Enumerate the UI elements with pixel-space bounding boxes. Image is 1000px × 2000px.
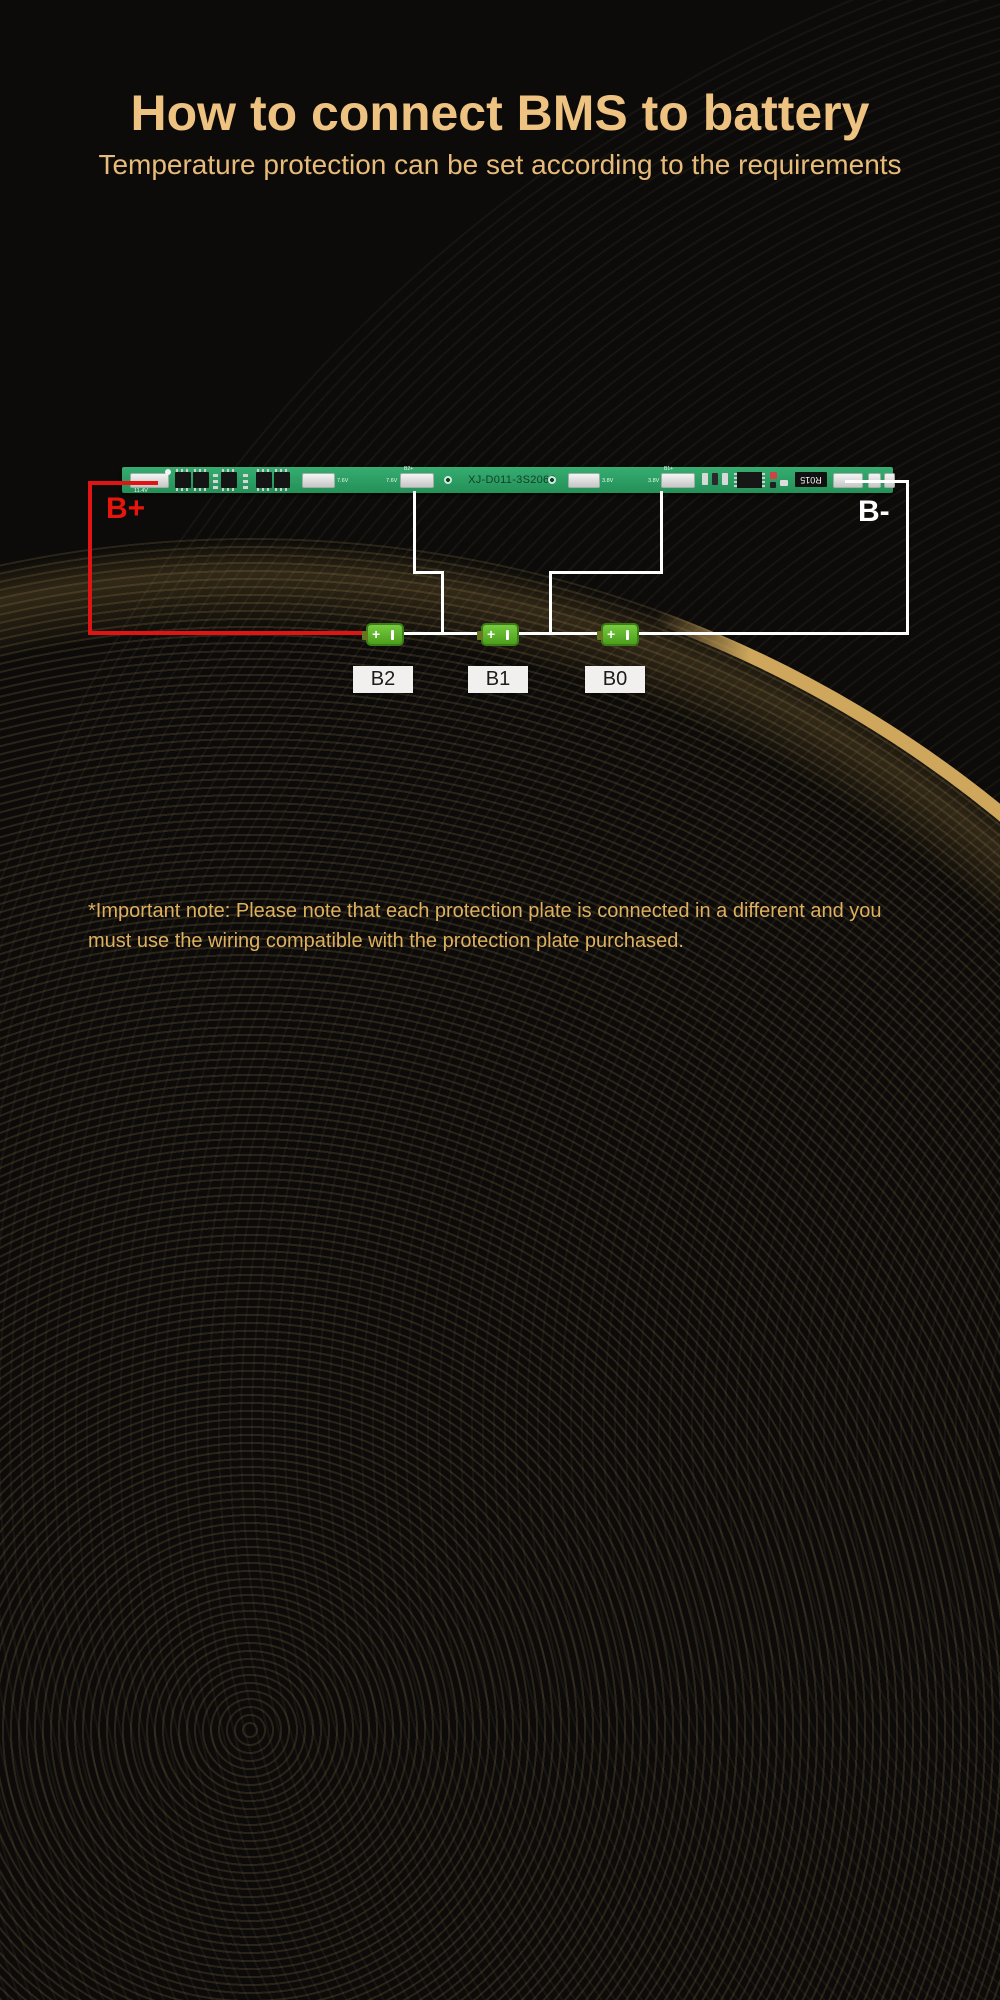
solder-pad-b2 xyxy=(400,473,434,488)
wire-b2-sense-h xyxy=(413,571,444,574)
wire-b2-sense-v1 xyxy=(413,491,416,574)
solder-dots xyxy=(243,471,248,489)
battery-cell-b0: + xyxy=(597,623,639,646)
wire-bplus-top xyxy=(88,481,158,485)
ic-chip xyxy=(175,469,191,491)
battery-cell-b2: + xyxy=(362,623,404,646)
ic-chip xyxy=(193,469,209,491)
silk-label-b1plus: B1+ xyxy=(664,466,674,472)
battery-plus-mark: + xyxy=(607,626,616,642)
smd-component xyxy=(722,473,728,485)
silk-label-3v8-a: 3.8V xyxy=(602,477,614,484)
battery-bus-wire xyxy=(637,632,909,635)
resistor-r015: R015 xyxy=(795,472,827,487)
b-minus-label: B- xyxy=(858,495,890,528)
wire-b1-sense-h xyxy=(549,571,663,574)
wire-b2-sense-v2 xyxy=(441,571,444,635)
silk-label-7v6-a: 7.6V xyxy=(337,477,349,484)
page-subtitle: Temperature protection can be set accord… xyxy=(98,149,902,180)
b-plus-label: B+ xyxy=(106,492,146,525)
battery-plus-mark: + xyxy=(372,626,381,642)
smd-component xyxy=(770,472,777,479)
battery-minus-mark xyxy=(506,630,509,640)
ic-chip xyxy=(274,469,290,491)
ic-chip-large xyxy=(734,472,765,488)
battery-minus-mark xyxy=(391,630,394,640)
note-text: *Important note: Please note that each p… xyxy=(88,896,928,956)
battery-tag-b0: B0 xyxy=(585,666,645,693)
wire-bplus-vertical xyxy=(88,481,92,635)
note-line-2: must use the wiring compatible with the … xyxy=(88,930,684,952)
wire-bminus-top xyxy=(845,480,909,483)
via-hole xyxy=(548,476,556,484)
solder-pad-b1 xyxy=(661,473,695,488)
solder-pad xyxy=(302,473,335,488)
gold-arc xyxy=(0,538,1000,2000)
wire-b1-sense-v1 xyxy=(660,491,663,574)
ic-chip xyxy=(256,469,272,491)
battery-plus-mark: + xyxy=(487,626,496,642)
board-model-text: XJ-D011-3S2066 xyxy=(468,474,556,486)
wire-bminus-vertical xyxy=(906,480,909,635)
wire-b1-sense-v2 xyxy=(549,571,552,635)
smd-component xyxy=(702,473,708,485)
via-hole xyxy=(444,476,452,484)
solder-pad xyxy=(568,473,600,488)
silk-label-11v: 11.4V xyxy=(134,487,148,494)
battery-terminal-nub xyxy=(477,631,483,640)
battery-tag-b1: B1 xyxy=(468,666,528,693)
battery-tag-b2: B2 xyxy=(353,666,413,693)
silk-label-3v8-b: 3.8V xyxy=(648,477,660,484)
background-disc-texture xyxy=(0,538,1000,2000)
bms-board: 11.4V 7.6V 7.6V B2+ XJ-D011-3S2066 3.8V … xyxy=(122,466,895,494)
page-title: How to connect BMS to battery xyxy=(130,85,870,141)
solder-dots xyxy=(213,471,218,489)
silk-label-b2plus: B2+ xyxy=(404,466,414,472)
screw-hole xyxy=(165,469,171,475)
battery-bus-wire xyxy=(402,632,482,635)
battery-minus-mark xyxy=(626,630,629,640)
battery-cell-b1: + xyxy=(477,623,519,646)
battery-terminal-nub xyxy=(362,631,368,640)
battery-terminal-nub xyxy=(597,631,603,640)
ic-chip xyxy=(221,469,237,491)
wire-bplus-bottom xyxy=(88,631,364,635)
silk-label-7v6-b: 7.6V xyxy=(386,477,398,484)
battery-bus-wire xyxy=(517,632,603,635)
note-line-1: *Important note: Please note that each p… xyxy=(88,900,882,922)
smd-component xyxy=(770,482,776,488)
smd-component xyxy=(712,473,718,485)
smd-component xyxy=(780,480,788,486)
